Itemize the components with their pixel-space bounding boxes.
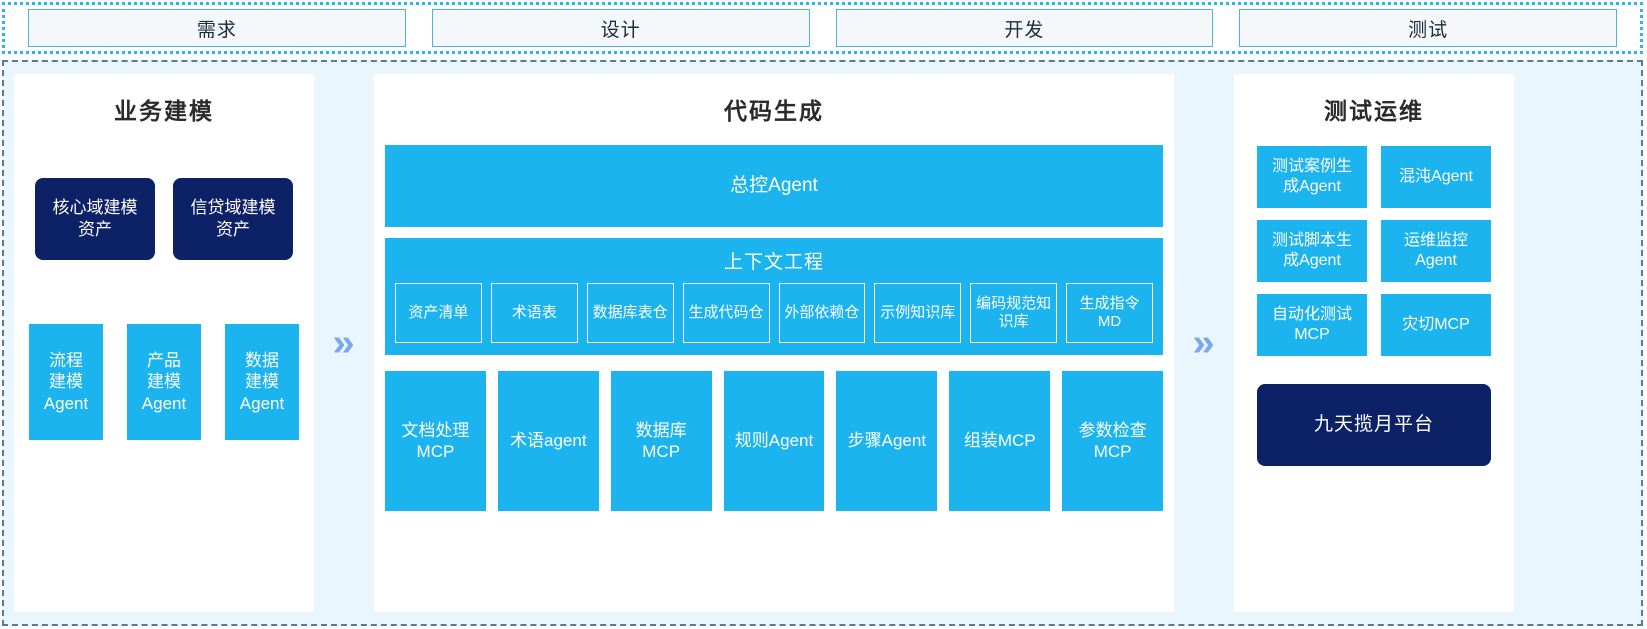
tool-step-agent[interactable]: 步骤Agent <box>836 371 938 511</box>
agent-data-modeling[interactable]: 数据 建模 Agent <box>225 324 299 440</box>
test-operations-agent-grid: 测试案例生 成Agent 混沌Agent 测试脚本生 成Agent 运维监控 A… <box>1257 146 1491 356</box>
phase-tab-design[interactable]: 设计 <box>431 9 810 47</box>
chevron-right-icon-1: » <box>314 74 374 612</box>
agent-product-modeling[interactable]: 产品 建模 Agent <box>127 324 201 440</box>
tool-glossary-agent[interactable]: 术语agent <box>497 371 599 511</box>
platform-block: 九天揽月平台 <box>1257 384 1491 466</box>
context-item-generation-instruction-md[interactable]: 生成指令MD <box>1066 283 1153 343</box>
tool-parameter-check-mcp[interactable]: 参数检查 MCP <box>1062 371 1164 511</box>
asset-core-domain[interactable]: 核心域建模 资产 <box>35 178 155 260</box>
chevron-glyph: » <box>332 322 356 364</box>
business-agent-group: 流程 建模 Agent 产品 建模 Agent 数据 建模 Agent <box>29 324 299 440</box>
phase-tab-development[interactable]: 开发 <box>835 9 1214 47</box>
context-engineering-block: 上下文工程 资产清单 术语表 数据库表仓 生成代码仓 外部依赖仓 示例知识库 编… <box>385 238 1163 355</box>
context-item-external-dependency-repo[interactable]: 外部依赖仓 <box>778 283 866 343</box>
agent-process-modeling[interactable]: 流程 建模 Agent <box>29 324 103 440</box>
main-stage: 业务建模 核心域建模 资产 信贷域建模 资产 流程 建模 Agent 产品 建模… <box>2 60 1643 626</box>
agent-test-case-generation[interactable]: 测试案例生 成Agent <box>1257 146 1367 208</box>
phase-tab-requirements[interactable]: 需求 <box>28 9 406 47</box>
tool-rule-agent[interactable]: 规则Agent <box>723 371 825 511</box>
context-item-example-knowledge-base[interactable]: 示例知识库 <box>874 283 962 343</box>
tool-disaster-switch-mcp[interactable]: 灾切MCP <box>1381 294 1491 356</box>
master-agent-bar[interactable]: 总控Agent <box>385 145 1163 227</box>
chevron-right-icon-2: » <box>1174 74 1234 612</box>
agent-test-script-generation[interactable]: 测试脚本生 成Agent <box>1257 220 1367 282</box>
phase-strip: 需求 设计 开发 测试 <box>2 2 1643 54</box>
agent-chaos[interactable]: 混沌Agent <box>1381 146 1491 208</box>
context-item-glossary[interactable]: 术语表 <box>490 283 578 343</box>
panel-title-test-operations: 测试运维 <box>1324 98 1424 124</box>
context-engineering-title: 上下文工程 <box>723 252 824 273</box>
panel-title-code-generation: 代码生成 <box>724 98 824 124</box>
panel-test-operations: 测试运维 测试案例生 成Agent 混沌Agent 测试脚本生 成Agent 运… <box>1234 74 1514 612</box>
panel-title-business-modeling: 业务建模 <box>114 98 214 124</box>
code-generation-content: 总控Agent 上下文工程 资产清单 术语表 数据库表仓 生成代码仓 外部依赖仓… <box>385 132 1164 511</box>
tool-assembly-mcp[interactable]: 组装MCP <box>949 371 1051 511</box>
phase-tab-testing[interactable]: 测试 <box>1239 9 1617 47</box>
context-item-coding-standard-knowledge-base[interactable]: 编码规范知识库 <box>970 283 1058 343</box>
context-item-list: 资产清单 术语表 数据库表仓 生成代码仓 外部依赖仓 示例知识库 编码规范知识库… <box>395 283 1153 343</box>
context-item-asset-inventory[interactable]: 资产清单 <box>395 283 482 343</box>
context-item-db-table-repo[interactable]: 数据库表仓 <box>586 283 674 343</box>
tool-document-processing-mcp[interactable]: 文档处理 MCP <box>385 371 486 511</box>
platform-jiutian-lanyue[interactable]: 九天揽月平台 <box>1257 384 1491 466</box>
context-item-generated-code-repo[interactable]: 生成代码仓 <box>682 283 770 343</box>
panel-code-generation: 代码生成 总控Agent 上下文工程 资产清单 术语表 数据库表仓 生成代码仓 … <box>374 74 1174 612</box>
business-asset-group: 核心域建模 资产 信贷域建模 资产 <box>35 178 293 260</box>
chevron-glyph: » <box>1192 322 1216 364</box>
tool-database-mcp[interactable]: 数据库 MCP <box>610 371 712 511</box>
asset-credit-domain[interactable]: 信贷域建模 资产 <box>173 178 293 260</box>
agent-ops-monitoring[interactable]: 运维监控 Agent <box>1381 220 1491 282</box>
tool-automated-test-mcp[interactable]: 自动化测试 MCP <box>1257 294 1367 356</box>
tool-row: 文档处理 MCP 术语agent 数据库 MCP 规则Agent 步骤Agent… <box>385 371 1164 511</box>
panel-business-modeling: 业务建模 核心域建模 资产 信贷域建模 资产 流程 建模 Agent 产品 建模… <box>14 74 314 612</box>
